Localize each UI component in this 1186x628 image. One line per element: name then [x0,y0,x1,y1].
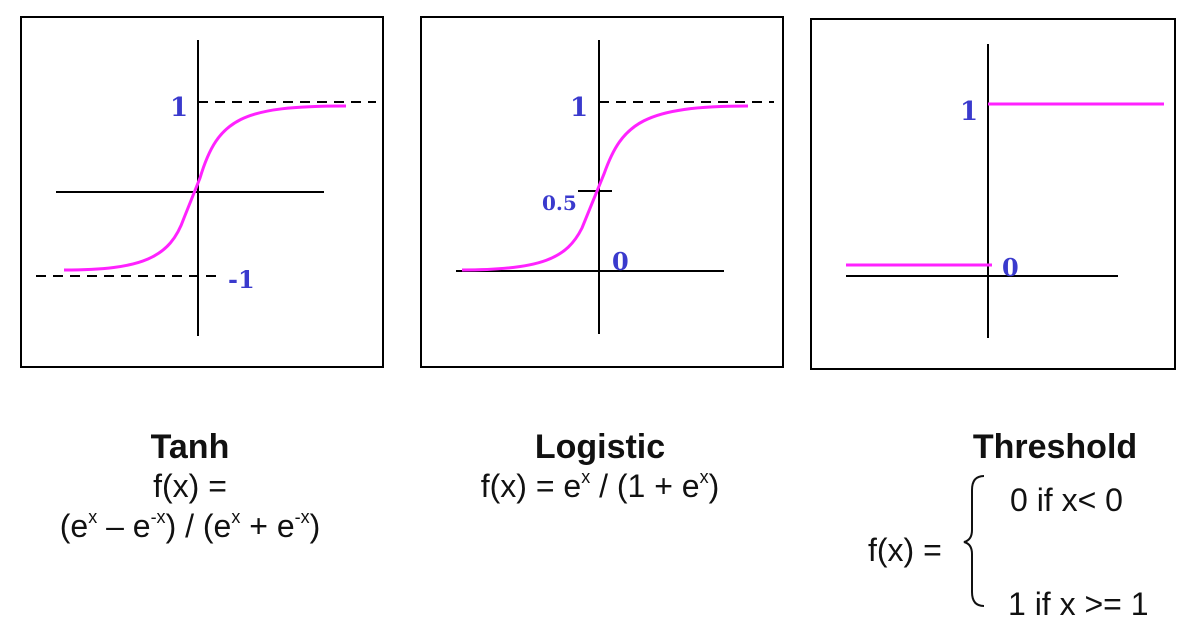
threshold-title: Threshold [972,428,1138,466]
threshold-lhs: f(x) = [868,532,942,568]
tanh-formula-line2: (ex – e-x) / (ex + e-x) [59,507,321,544]
tanh-caption: Tanh f(x) = (ex – e-x) / (ex + e-x) [0,428,380,546]
threshold-brace [963,475,985,607]
logistic-tick-0-5: 0.5 [542,191,577,215]
threshold-tick-0: 0 [1002,253,1019,282]
tanh-tick-minus1: -1 [228,265,255,294]
threshold-case-2: 1 if x >= 1 [1008,586,1149,622]
threshold-panel: 1 0 [810,18,1176,370]
logistic-panel: 1 0.5 0 [420,16,784,368]
tanh-tick-1: 1 [170,93,188,123]
threshold-case-1: 0 if x< 0 [1010,482,1123,518]
tanh-graph: 1 -1 [36,40,376,336]
tanh-title: Tanh [150,428,230,466]
threshold-title-wrap: Threshold [940,428,1170,466]
logistic-tick-0: 0 [612,247,629,276]
threshold-tick-1: 1 [960,97,978,127]
tanh-panel: 1 -1 [20,16,384,368]
logistic-caption: Logistic f(x) = ex / (1 + ex) [400,428,800,506]
tanh-formula-line1: f(x) = [153,468,227,504]
tanh-curve [63,104,347,272]
logistic-tick-1: 1 [570,93,588,123]
logistic-formula: f(x) = ex / (1 + ex) [480,467,720,504]
logistic-curve [461,104,749,272]
logistic-title: Logistic [534,428,666,466]
threshold-graph: 1 0 [846,44,1164,338]
logistic-graph: 1 0.5 0 [456,40,774,334]
